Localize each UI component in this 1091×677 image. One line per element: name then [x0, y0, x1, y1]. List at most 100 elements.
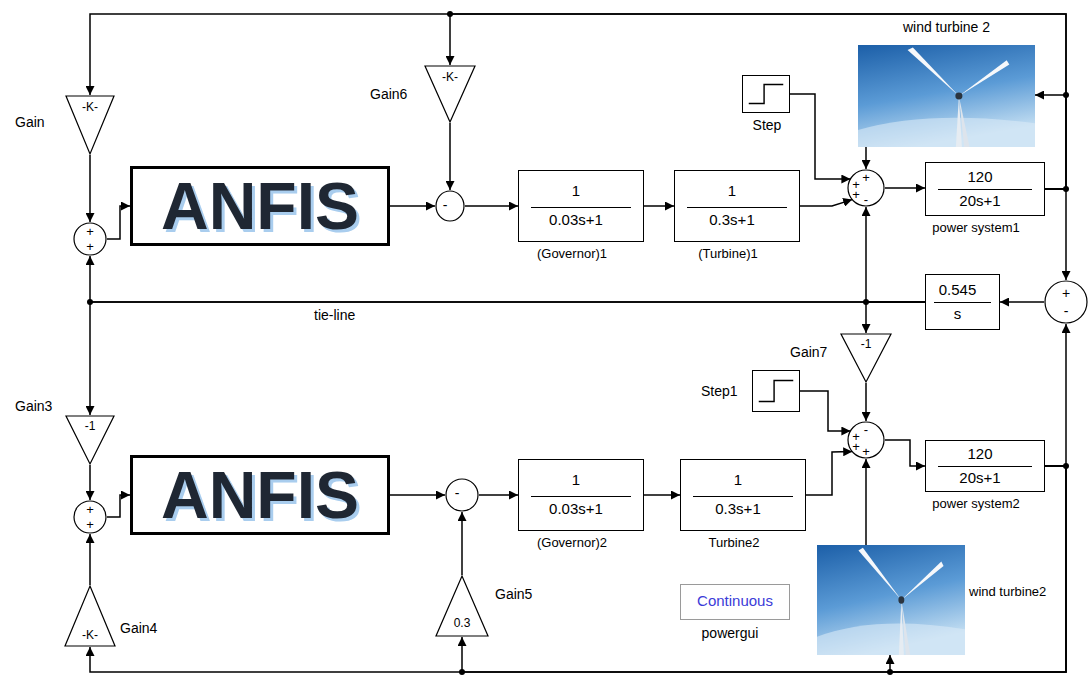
step-icon [759, 380, 794, 401]
signal-line [644, 205, 674, 207]
sum-block: ++ [73, 222, 107, 256]
block-text: (Governor)2 [499, 536, 645, 550]
signal-line [90, 14, 1066, 189]
block-name: Gain3 [15, 399, 52, 414]
signal-line [465, 205, 518, 207]
block-text: 0.3s+1 [681, 501, 795, 518]
gain-triangle [436, 576, 488, 636]
signal-line [89, 465, 91, 500]
signal-line [90, 302, 925, 415]
sum-block: -+++ [847, 421, 885, 459]
powergui-block: Continuouspowergui [680, 584, 790, 620]
block-name: Gain7 [790, 345, 827, 360]
gain-block: -K-Gain [65, 95, 115, 155]
haze [817, 623, 965, 655]
signal-line [89, 534, 91, 585]
gain-block: -K-Gain4 [64, 585, 116, 647]
sum-block: ++ [73, 500, 107, 534]
block-text: -1 [840, 338, 892, 351]
sum-sign: + [851, 188, 861, 202]
signal-line [107, 206, 130, 239]
fraction-bar [938, 466, 1032, 467]
sum-block: +- [1044, 280, 1088, 324]
transfer-function: 10.03s+1(Governor)2 [518, 459, 644, 531]
block-text: ANFIS [133, 173, 387, 239]
block-name: Step1 [701, 384, 738, 399]
sum-sign: + [851, 440, 861, 454]
signal-line [462, 466, 1066, 672]
fraction-bar [687, 207, 787, 208]
sum-sign: + [1061, 286, 1071, 301]
signal-line [866, 302, 925, 333]
turbine-tower [956, 96, 962, 147]
block-text: -K- [65, 101, 115, 114]
block-text: 0.03s+1 [519, 501, 633, 518]
wind-turbine-picture [817, 545, 965, 655]
signal-line [806, 452, 852, 495]
block-text: -K- [64, 629, 116, 642]
block-text: 1 [681, 472, 795, 489]
sum-block: +++- [847, 169, 885, 207]
sum-sign: - [1061, 304, 1071, 319]
sum-sign: + [85, 518, 95, 532]
sum-circle [74, 223, 106, 255]
block-text: power system2 [911, 497, 1041, 511]
block-text: 0.3 [435, 617, 489, 630]
gain-triangle [65, 586, 115, 646]
gain-block: -1Gain7 [840, 333, 892, 383]
step-icon [753, 371, 799, 411]
fraction-bar [934, 302, 991, 303]
gain-block: 0.3Gain5 [435, 575, 489, 637]
sum-sign: - [861, 193, 871, 207]
block-text: powergui [680, 626, 780, 641]
sum-sign: + [85, 240, 95, 254]
transfer-function: 10.03s+1(Governor)1 [518, 170, 644, 242]
block-text: 0.545 [926, 282, 989, 299]
signal-line [1000, 301, 1044, 303]
signal-line [1045, 324, 1066, 466]
step-icon [743, 76, 789, 112]
block-text: power system1 [911, 221, 1041, 235]
turbine-blade [901, 562, 943, 601]
block-text: 0.03s+1 [519, 212, 633, 229]
transfer-function: 12020s+1power system1 [925, 162, 1045, 216]
transfer-function: 10.3s+1(Turbine)1 [674, 170, 800, 242]
turbine-blade [901, 600, 910, 655]
signal-line [107, 495, 130, 517]
sum-sign: + [85, 503, 95, 517]
wind-turbine-block: wind turbine 2 [858, 45, 1035, 147]
block-name: Gain4 [120, 621, 157, 636]
gain-block: -K-Gain6 [424, 65, 476, 123]
signal-line [1045, 189, 1066, 280]
integrator-block: 0.545s [925, 274, 1000, 330]
block-text: 1 [519, 183, 633, 200]
transfer-function: 12020s+1power system2 [925, 440, 1045, 492]
gain-triangle [425, 66, 475, 122]
signal-line [461, 512, 463, 575]
gain-triangle [66, 96, 114, 154]
fraction-bar [531, 496, 631, 497]
signal-line [644, 494, 680, 496]
turbine-tower [899, 600, 904, 655]
sum-sign: + [861, 171, 871, 185]
fraction-bar [693, 496, 793, 497]
block-name: Gain5 [495, 587, 532, 602]
gain-triangle [841, 334, 891, 382]
block-text: Step [737, 118, 797, 133]
signal-line [865, 147, 867, 169]
sum-circle [446, 479, 478, 511]
signal-line [790, 94, 850, 179]
block-text: 120 [926, 446, 1034, 463]
block-text: Turbine2 [661, 536, 807, 550]
sum-sign: + [85, 225, 95, 239]
signal-line [865, 383, 867, 421]
sky [817, 545, 965, 655]
sum-circle [435, 190, 465, 222]
fraction-bar [531, 207, 631, 208]
block-text: -1 [65, 420, 115, 433]
haze [858, 118, 1035, 147]
signal-line [89, 155, 91, 222]
block-text: 120 [926, 169, 1034, 186]
sum-circle [1045, 281, 1087, 323]
turbine-blade [959, 96, 970, 147]
